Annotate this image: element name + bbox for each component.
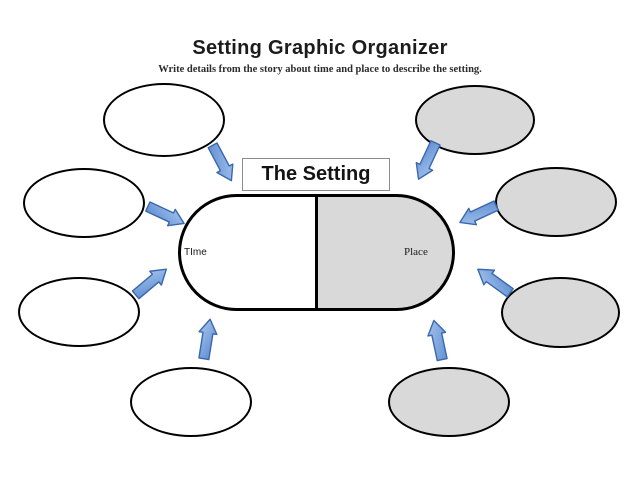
arrow-from-top-left-ellipse-icon [207,142,234,182]
setting-title-box: The Setting [242,158,390,191]
time-label: TIme [184,247,207,258]
time-detail-ellipse-lower-left [18,277,140,347]
place-label: Place [404,246,428,258]
page-instructions: Write details from the story about time … [158,64,482,75]
place-detail-ellipse-lower-right [501,277,620,348]
setting-title-label: The Setting [261,163,371,185]
time-detail-ellipse-top-left [103,83,225,157]
page-title: Setting Graphic Organizer [192,37,448,59]
place-detail-ellipse-top-right [415,85,535,155]
arrow-from-lower-left-ellipse-icon [131,268,168,300]
setting-stadium [178,194,455,311]
place-detail-ellipse-bottom-right [388,367,510,437]
stadium-divider [315,196,318,309]
arrow-from-upper-right-ellipse-icon [459,200,499,226]
place-detail-ellipse-upper-right [495,167,617,237]
arrow-from-bottom-right-ellipse-icon [427,319,448,362]
time-detail-ellipse-bottom-left [130,367,252,437]
time-detail-ellipse-middle-left [23,168,145,238]
arrow-from-middle-left-ellipse-icon [145,201,185,227]
arrow-from-bottom-left-ellipse-icon [198,318,218,361]
